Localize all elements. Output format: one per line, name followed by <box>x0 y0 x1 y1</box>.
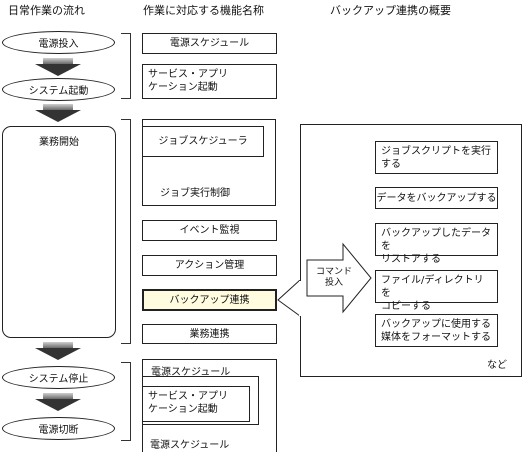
service-app-start-top-line2: ケーション起動 <box>148 82 218 93</box>
flow-arrow-4-bar <box>43 393 73 399</box>
backup-link-box: バックアップ連携 <box>142 289 277 311</box>
business-link-box: 業務連携 <box>142 324 277 344</box>
power-off-label: 電源切断 <box>38 425 79 436</box>
service-app-start-bottom-line2: ケーション起動 <box>148 404 218 415</box>
job-scheduler-box: ジョブスケジューラ <box>142 126 264 157</box>
power-on-oval: 電源投入 <box>2 31 115 54</box>
job-exec-control-label: ジョブ実行制御 <box>160 188 230 199</box>
system-stop-label: システム停止 <box>28 374 89 385</box>
bracket-business <box>121 119 131 344</box>
command-input-label: コマンド 投入 <box>312 267 356 289</box>
flow-arrow-3-icon <box>35 348 81 360</box>
event-monitor-box: イベント監視 <box>142 220 277 241</box>
backup-item-5-line2: 媒体をフォーマットする <box>381 332 491 343</box>
backup-item-4-line2: コピーする <box>381 301 431 312</box>
backup-item-1-line1: ジョブスクリプトを実行 <box>381 146 491 157</box>
flow-arrow-1-icon <box>35 64 81 76</box>
function-names-header: 作業に対応する機能名称 <box>143 4 264 17</box>
daily-flow-header: 日常作業の流れ <box>8 4 85 17</box>
flow-arrow-2-icon <box>35 110 81 122</box>
backup-overview-header: バックアップ連携の概要 <box>330 4 451 17</box>
backup-item-5-line1: バックアップに使用する <box>381 319 491 330</box>
action-mgmt-label: アクション管理 <box>174 260 245 271</box>
job-scheduler-label: ジョブスケジューラ <box>158 136 248 147</box>
power-on-label: 電源投入 <box>38 39 79 50</box>
backup-item-4-line1: ファイル/ディレクトリを <box>381 275 484 299</box>
flow-arrow-1-bar <box>43 58 73 64</box>
flow-arrow-2-bar <box>43 104 73 110</box>
backup-item-2-label: データをバックアップする <box>376 192 497 204</box>
business-start-box: 業務開始 <box>2 126 116 338</box>
system-stop-oval: システム停止 <box>2 366 115 389</box>
command-arrow-icon <box>306 242 372 314</box>
backup-item-run-job-script: ジョブスクリプトを実行 する <box>375 141 498 174</box>
backup-item-3-line1: バックアップしたデータを <box>381 228 491 252</box>
callout-join <box>299 281 302 316</box>
backup-item-format-media: バックアップに使用する 媒体をフォーマットする <box>375 314 498 347</box>
power-schedule-bottom-label: 電源スケジュール <box>150 440 230 451</box>
power-schedule-top-box: 電源スケジュール <box>142 33 277 54</box>
power-schedule-inner-frame <box>142 376 259 425</box>
business-link-label: 業務連携 <box>189 328 230 340</box>
service-app-start-top-box: サービス・アプリ ケーション起動 <box>142 64 277 99</box>
system-start-label: システム起動 <box>28 86 89 97</box>
job-scheduler-frame <box>142 119 276 206</box>
backup-etc-label: など <box>487 360 507 371</box>
backup-item-restore-data: バックアップしたデータを リストアする <box>375 223 498 265</box>
command-input-line1: コマンド <box>315 267 352 277</box>
power-off-oval: 電源切断 <box>2 417 115 440</box>
backup-item-1-line2: する <box>381 159 401 170</box>
backup-item-copy-files: ファイル/ディレクトリを コピーする <box>375 270 498 312</box>
power-schedule-mid-label: 電源スケジュール <box>151 367 231 378</box>
flow-arrow-3-bar <box>43 342 73 348</box>
service-app-start-top-line1: サービス・アプリ <box>148 69 228 80</box>
action-mgmt-box: アクション管理 <box>142 255 277 276</box>
power-schedule-top-label: 電源スケジュール <box>169 38 250 49</box>
command-input-line2: 投入 <box>324 278 343 288</box>
bracket-shutdown <box>121 362 131 441</box>
bracket-startup <box>121 33 131 99</box>
business-start-label: 業務開始 <box>39 137 79 148</box>
service-app-start-bottom-line1: サービス・アプリ <box>148 391 228 402</box>
backup-link-label: バックアップ連携 <box>169 294 250 306</box>
callout-pointer <box>277 280 301 317</box>
flow-arrow-4-icon <box>35 399 81 411</box>
backup-item-3-line2: リストアする <box>381 254 441 265</box>
event-monitor-label: イベント監視 <box>179 225 240 236</box>
system-start-oval: システム起動 <box>2 78 115 101</box>
backup-item-backup-data: データをバックアップする <box>375 187 498 209</box>
service-app-start-bottom-box: サービス・アプリ ケーション起動 <box>142 386 250 422</box>
